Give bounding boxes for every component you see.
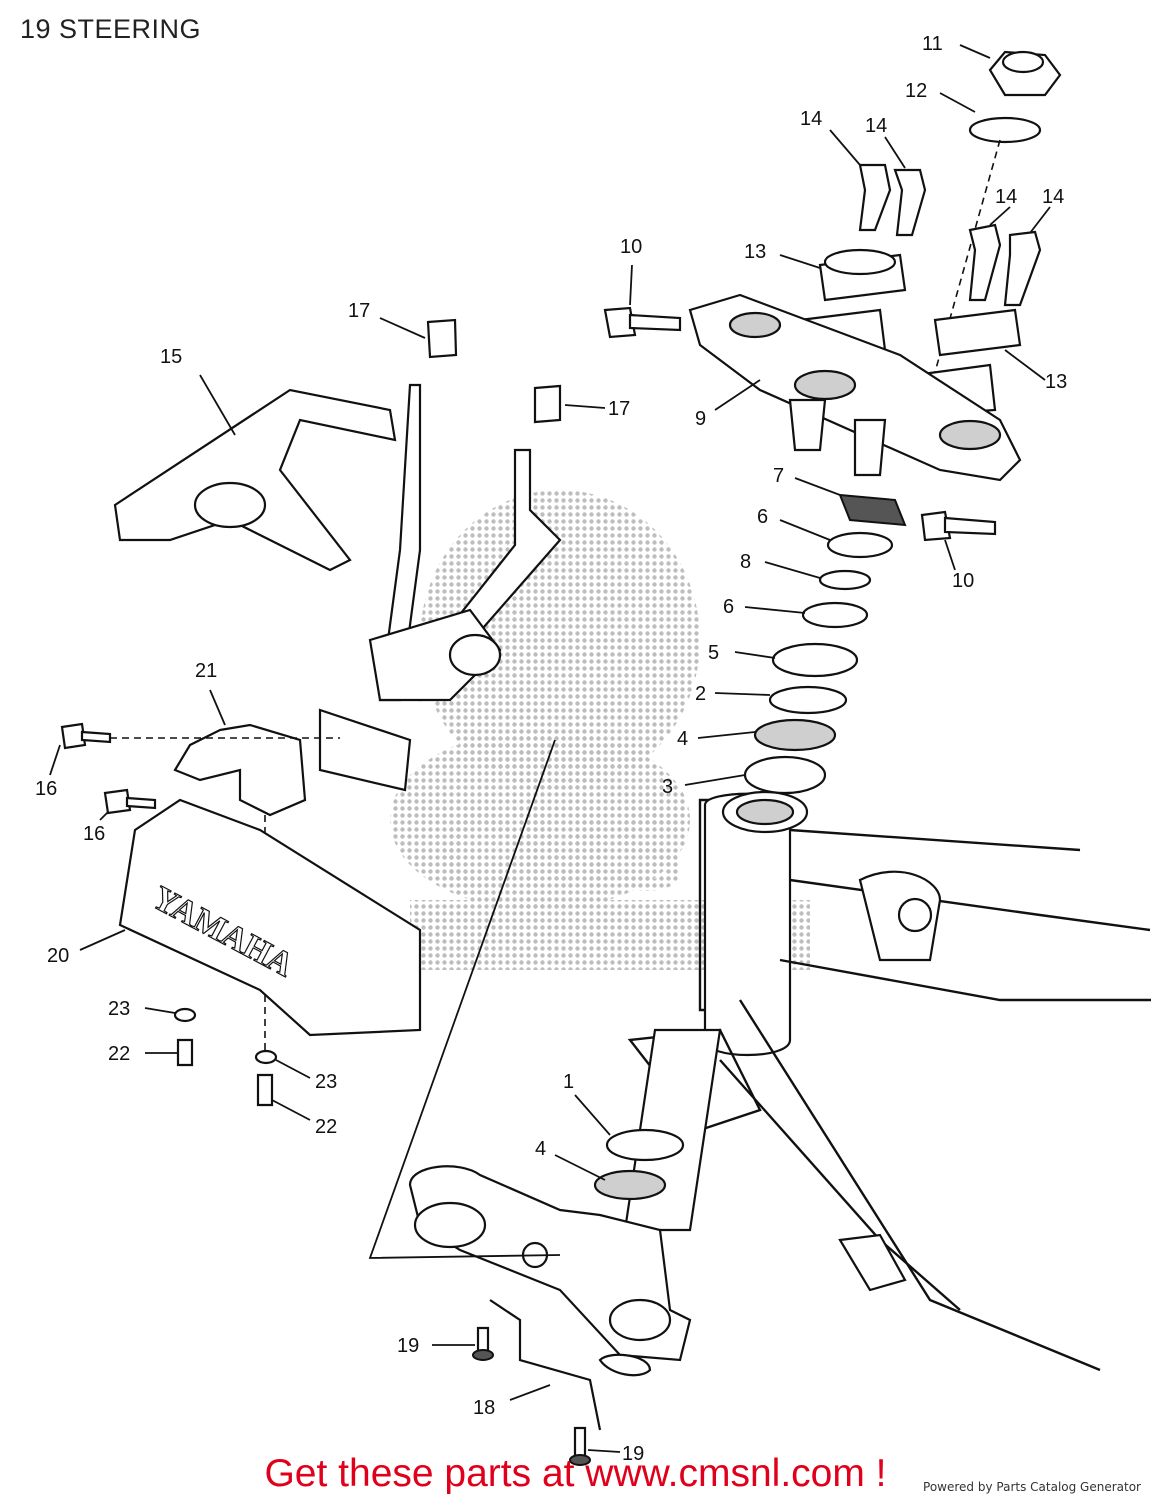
- callout-21: 21: [195, 660, 217, 682]
- callout-16: 16: [83, 823, 105, 845]
- callout-17: 17: [608, 398, 630, 420]
- part-11-nut: [988, 50, 1062, 97]
- frame-head-pipe: [627, 790, 1151, 1372]
- watermark-text: CMS: [440, 791, 684, 914]
- callout-13: 13: [1045, 371, 1067, 393]
- lower-bracket-assembly: [408, 1128, 692, 1431]
- callout-23: 23: [108, 998, 130, 1020]
- callout-3: 3: [662, 776, 673, 798]
- callout-23: 23: [315, 1071, 337, 1093]
- assembly-outline: [368, 739, 561, 1259]
- callout-2: 2: [695, 683, 706, 705]
- part-6-ring-nut-lower: [801, 601, 869, 629]
- part-15-headlight-bracket: [113, 383, 562, 792]
- part-8-washer: [818, 569, 872, 591]
- callout-9: 9: [695, 408, 706, 430]
- callout-10: 10: [952, 570, 974, 592]
- callout-20: 20: [47, 945, 69, 967]
- bearing-stack: [743, 493, 907, 795]
- callout-14: 14: [865, 115, 887, 137]
- callout-6: 6: [757, 506, 768, 528]
- callout-17: 17: [348, 300, 370, 322]
- callout-16: 16: [35, 778, 57, 800]
- page-title: 19 STEERING: [20, 14, 202, 44]
- part-4-bearing-upper: [753, 718, 837, 752]
- callout-1: 1: [563, 1071, 574, 1093]
- parts-22-23-fasteners: [173, 1007, 278, 1107]
- part-14-bolts: [858, 163, 1042, 307]
- credit-text: Powered by Parts Catalog Generator: [923, 1480, 1141, 1494]
- callout-14: 14: [800, 108, 822, 130]
- callout-10: 10: [620, 236, 642, 258]
- part-10-bolts: [603, 306, 997, 542]
- callout-5: 5: [708, 642, 719, 664]
- part-16-bolts: [60, 722, 157, 815]
- callout-14: 14: [1042, 186, 1064, 208]
- callout-labels: 11 12 14 14 14 14 10 13 13 17 17 15 9 7 …: [35, 33, 1067, 1465]
- callout-15: 15: [160, 346, 182, 368]
- part-9-upper-bracket: [688, 293, 1022, 482]
- part-6-ring-nut-upper: [826, 531, 894, 559]
- callout-4: 4: [677, 728, 688, 750]
- part-20-headlight-cover: YAMAHA: [118, 798, 422, 1037]
- part-17-bushes: [426, 318, 562, 424]
- part-5-cover: [771, 642, 859, 678]
- callout-4: 4: [535, 1138, 546, 1160]
- callout-22: 22: [108, 1043, 130, 1065]
- cta-banner: Get these parts at www.cmsnl.com !: [264, 1452, 887, 1495]
- part-7-lock-washer: [838, 493, 907, 527]
- part-21-bracket: [173, 723, 307, 817]
- part-2-race: [768, 685, 848, 715]
- callout-22: 22: [315, 1116, 337, 1138]
- part-3-race: [743, 755, 827, 795]
- callout-11: 11: [922, 33, 943, 55]
- callout-14: 14: [995, 186, 1017, 208]
- part-1-race: [605, 1128, 685, 1162]
- callout-18: 18: [473, 1397, 495, 1419]
- callout-12: 12: [905, 80, 927, 102]
- leader-lines: [49, 44, 1051, 1453]
- part-19-screws: [472, 1326, 591, 1466]
- callout-19: 19: [397, 1335, 419, 1357]
- callout-6: 6: [723, 596, 734, 618]
- callout-19: 19: [622, 1443, 644, 1465]
- callout-13: 13: [744, 241, 766, 263]
- part-4-bearing-lower: [593, 1169, 667, 1201]
- watermark-logo: CMS: [390, 490, 810, 970]
- callout-7: 7: [773, 465, 784, 487]
- callout-8: 8: [740, 551, 751, 573]
- part-12-washer: [968, 116, 1042, 144]
